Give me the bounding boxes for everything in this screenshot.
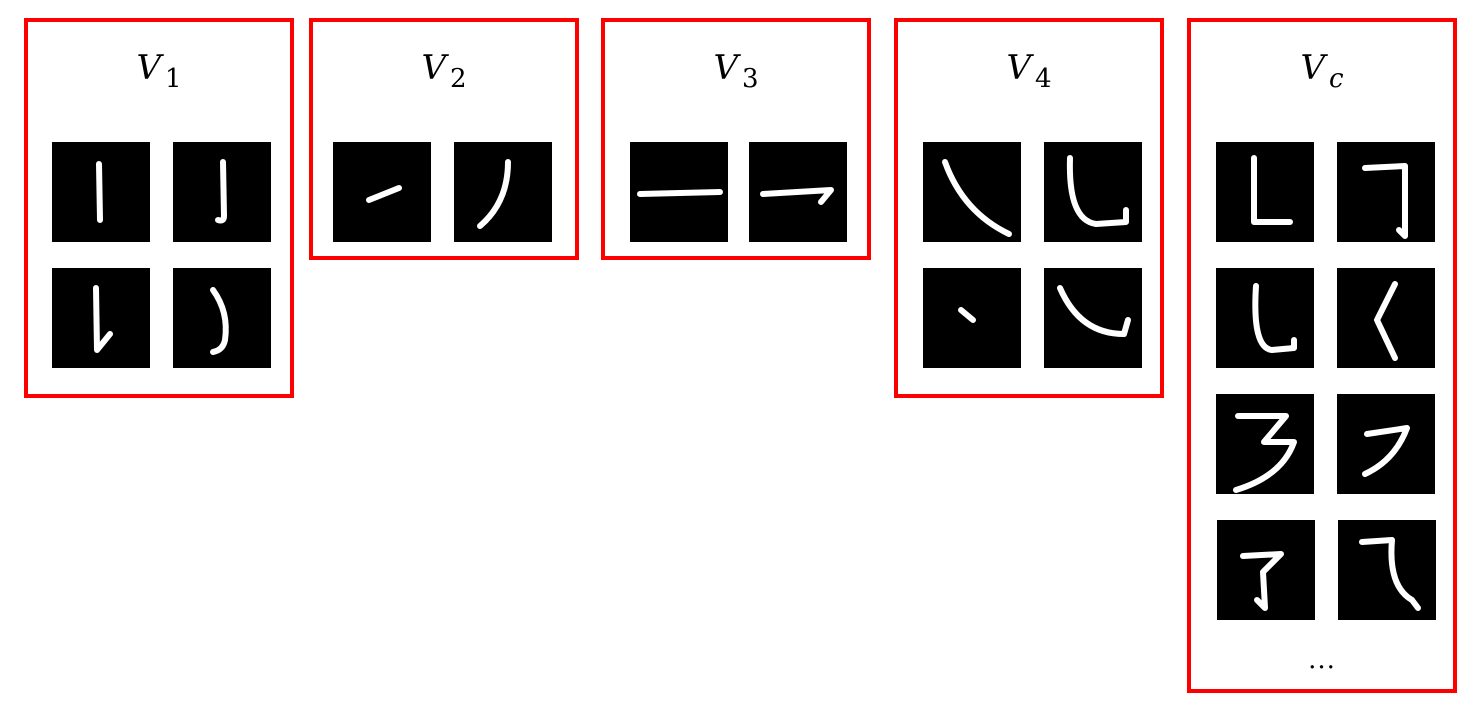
- horizontal-stroke-glyph: [637, 189, 723, 197]
- vertical-hook-stroke-glyph: [215, 159, 227, 224]
- label-subscript: 4: [1035, 64, 1052, 94]
- rising-stroke-glyph: [366, 185, 402, 203]
- stroke-tile-horizontal-left-falling: [1337, 394, 1435, 494]
- label-subscript: 2: [450, 64, 467, 94]
- stroke-tile-horizontal-turn-turn: [1216, 394, 1314, 494]
- right-falling-stroke-glyph: [942, 159, 1012, 237]
- label-base: V: [1006, 48, 1031, 88]
- stroke-tile-horizontal-bend-hook: [1337, 142, 1435, 242]
- lying-hook-stroke-glyph: [1057, 285, 1131, 337]
- stroke-tile-vertical-bend-hook-c: [1216, 268, 1314, 368]
- horizontal-left-falling-stroke-glyph: [1362, 425, 1410, 477]
- vertical-bend-hook-stroke-glyph: [1066, 155, 1129, 227]
- stroke-tile-vertical-rise: [52, 268, 150, 368]
- label-subscript: 1: [165, 64, 182, 94]
- vertical-rise-stroke-glyph: [93, 285, 113, 353]
- label-base: V: [1300, 48, 1325, 88]
- stroke-tile-bent-left: [1337, 268, 1435, 368]
- stroke-tile-vertical-hook: [173, 142, 271, 242]
- label-base: V: [421, 48, 446, 88]
- stroke-tile-lying-hook: [1044, 268, 1142, 368]
- label-subscript: c: [1329, 64, 1344, 94]
- horizontal-hook-stroke-glyph: [760, 187, 834, 205]
- stroke-tile-right-falling: [923, 142, 1021, 242]
- vertical-bend-hook-stroke-glyph: [1252, 283, 1297, 353]
- stroke-tile-horizontal: [630, 142, 728, 242]
- stroke-tile-curved-vertical: [173, 268, 271, 368]
- bent-left-stroke-glyph: [1374, 281, 1398, 361]
- stroke-tile-horizontal-hook: [749, 142, 847, 242]
- stroke-tile-vertical: [52, 142, 150, 242]
- stroke-tile-horizontal-bend-curved-hook: [1338, 520, 1436, 620]
- label-subscript: 3: [742, 64, 759, 94]
- vertical-turn-hook-stroke-glyph: [1240, 551, 1284, 611]
- dot-stroke-glyph: [958, 307, 976, 323]
- stroke-tile-rising: [333, 142, 431, 242]
- stroke-tile-dot: [923, 268, 1021, 368]
- vertical-bend-stroke-glyph: [1251, 155, 1293, 225]
- curved-vertical-stroke-glyph: [210, 287, 229, 355]
- label-base: V: [713, 48, 738, 88]
- horizontal-bend-hook-stroke-glyph: [1362, 163, 1408, 239]
- stroke-tile-vertical-turn-hook: [1217, 520, 1315, 620]
- label-base: V: [136, 48, 161, 88]
- vertical-stroke-glyph: [96, 161, 103, 223]
- stroke-tile-vertical-bend: [1216, 142, 1314, 242]
- horizontal-turn-turn-stroke-glyph: [1233, 413, 1297, 493]
- more-strokes-ellipsis: ...: [1308, 645, 1336, 675]
- stroke-tile-vertical-bend-hook: [1044, 142, 1142, 242]
- horizontal-bend-curved-hook-stroke-glyph: [1359, 537, 1421, 611]
- left-falling-stroke-glyph: [477, 159, 511, 229]
- stroke-tile-left-falling: [454, 142, 552, 242]
